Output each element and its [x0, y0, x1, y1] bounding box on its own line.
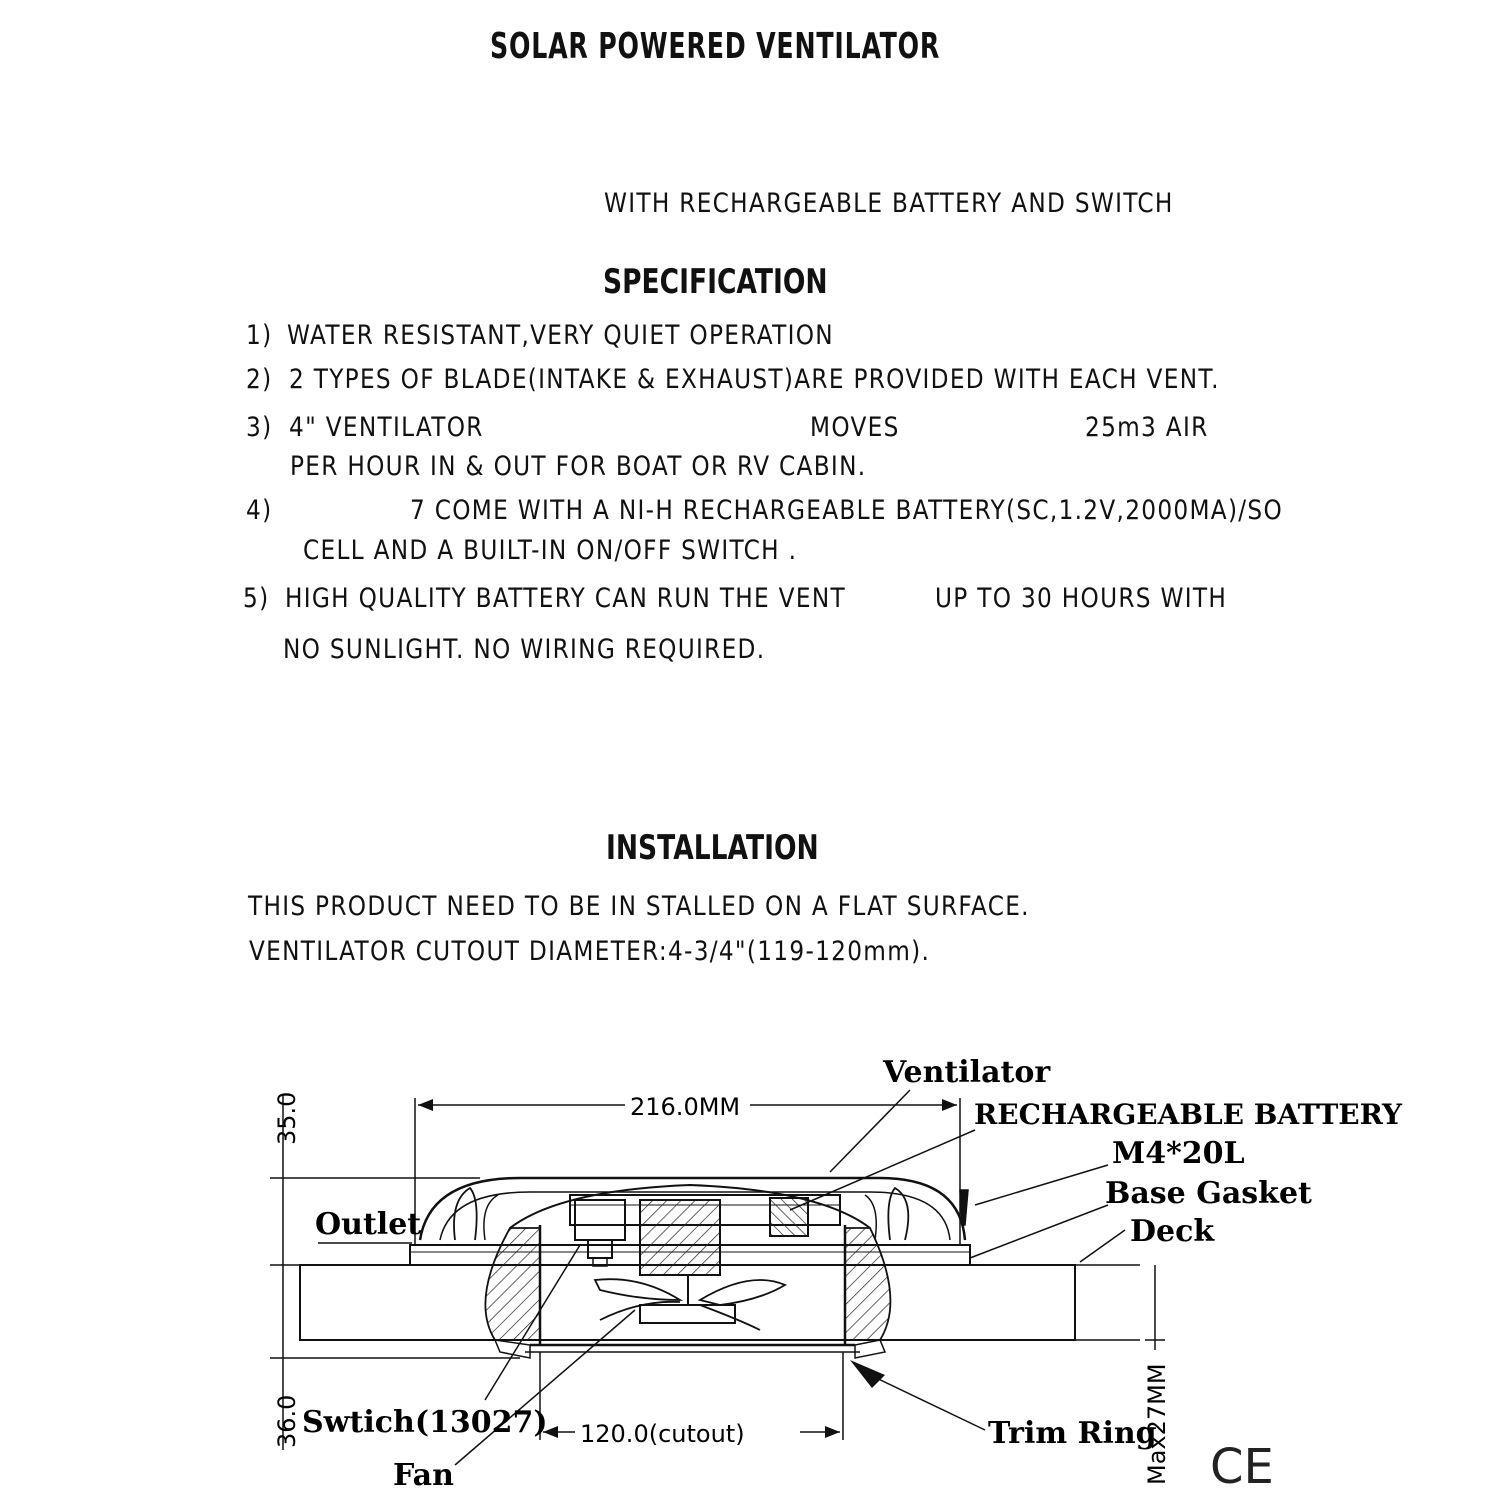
spec-item-5-number: 5) — [243, 583, 270, 614]
subtitle: WITH RECHARGEABLE BATTERY AND SWITCH — [604, 188, 1174, 219]
spec-item-3-text-a: 4" VENTILATOR — [289, 412, 484, 443]
spec-item-4-text-b: CELL AND A BUILT-IN ON/OFF SWITCH . — [303, 535, 798, 566]
screw — [959, 1189, 969, 1226]
spec-item-4-clip: 7 COME WITH A NI-H RECHARGEABLE BATTERY(… — [410, 495, 1282, 535]
specification-heading: SPECIFICATION — [603, 262, 828, 302]
label-ventilator: Ventilator — [882, 1055, 1051, 1090]
spec-item-5-text-a: HIGH QUALITY BATTERY CAN RUN THE VENT — [285, 583, 846, 614]
spec-item-1-number: 1) — [246, 320, 273, 351]
label-switch: Swtich(13027) — [302, 1405, 548, 1440]
label-fan: Fan — [393, 1458, 454, 1493]
installation-heading: INSTALLATION — [606, 828, 819, 868]
label-gasket: Base Gasket — [1105, 1176, 1312, 1211]
label-screw: M4*20L — [1112, 1136, 1245, 1171]
label-trim-ring: Trim Ring — [988, 1416, 1157, 1451]
max-depth-dimension: Max27MM — [1143, 1363, 1171, 1485]
height-top-dimension: 35.0 — [273, 1092, 301, 1145]
spec-item-3-text-b: MOVES — [810, 412, 900, 443]
ce-mark: CE — [1210, 1439, 1274, 1495]
fan-blades — [593, 1278, 684, 1301]
spec-item-2-number: 2) — [246, 364, 273, 395]
spec-item-5-text-c: NO SUNLIGHT. NO WIRING REQUIRED. — [283, 634, 766, 665]
installation-line-2: VENTILATOR CUTOUT DIAMETER:4-3/4"(119-12… — [249, 936, 931, 967]
trim-ring — [493, 1339, 531, 1359]
label-deck: Deck — [1130, 1214, 1215, 1249]
spec-item-4-number: 4) — [246, 495, 273, 526]
spec-item-4-text-a: 7 COME WITH A NI-H RECHARGEABLE BATTERY(… — [410, 495, 1282, 526]
spec-item-3-text-d: PER HOUR IN & OUT FOR BOAT OR RV CABIN. — [290, 451, 867, 482]
spec-item-1-text: WATER RESISTANT,VERY QUIET OPERATION — [287, 320, 834, 351]
installation-line-1: THIS PRODUCT NEED TO BE IN STALLED ON A … — [248, 891, 1030, 922]
height-bottom-dimension: 36.0 — [273, 1395, 301, 1448]
switch — [587, 1239, 613, 1259]
label-battery: RECHARGEABLE BATTERY — [974, 1098, 1403, 1131]
spec-item-2-text: 2 TYPES OF BLADE(INTAKE & EXHAUST)ARE PR… — [289, 364, 1220, 395]
page-title: SOLAR POWERED VENTILATOR — [490, 26, 941, 67]
battery-cell — [769, 1197, 809, 1237]
motor — [639, 1199, 721, 1276]
spec-item-3-number: 3) — [246, 412, 273, 443]
ventilator-dome — [418, 1176, 967, 1241]
spec-item-5-text-b: UP TO 30 HOURS WITH — [935, 583, 1228, 614]
width-dimension: 216.0MM — [630, 1093, 740, 1121]
spec-item-3-text-c: 25m3 AIR — [1085, 412, 1209, 443]
label-outlet: Outlet — [315, 1207, 421, 1242]
cutout-dimension: 120.0(cutout) — [580, 1420, 745, 1448]
